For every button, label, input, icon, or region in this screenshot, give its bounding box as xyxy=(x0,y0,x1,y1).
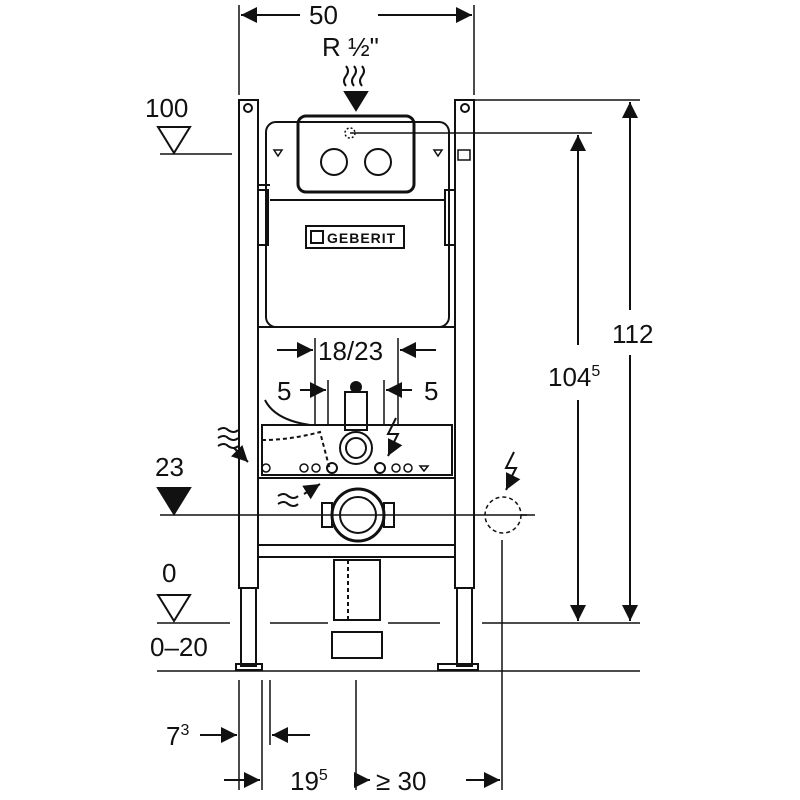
dim-top-width: 50 xyxy=(309,0,338,30)
dim-left-offset: 5 xyxy=(277,376,291,406)
geberit-logo: GEBERIT xyxy=(305,225,405,249)
electric-icon-right xyxy=(504,451,521,491)
drain-water-icon xyxy=(277,483,321,507)
reference-lines xyxy=(157,5,640,790)
dim-supply-thread: R ½" xyxy=(322,32,379,62)
level-floor-label: 0 xyxy=(162,558,176,588)
level-top-label: 100 xyxy=(145,93,188,123)
logo-text: GEBERIT xyxy=(327,230,396,246)
level-drain-label: 23 xyxy=(155,452,184,482)
water-supply-icon xyxy=(343,65,369,112)
dim-height-inner: 1045 xyxy=(548,362,600,392)
electric-icon xyxy=(386,417,403,457)
dim-inner-spacing: 18/23 xyxy=(318,336,383,366)
flush-water-icon xyxy=(217,427,249,463)
flush-pipe xyxy=(326,391,386,474)
dimension-arrows xyxy=(200,7,638,788)
cistern xyxy=(265,114,450,328)
level-floor-range-label: 0–20 xyxy=(150,632,208,662)
dim-right-offset: 5 xyxy=(424,376,438,406)
level-triangle-top xyxy=(156,126,192,155)
cistern-level-marks xyxy=(272,149,471,161)
lower-frame xyxy=(258,326,455,558)
pipe-centre-dot xyxy=(350,381,362,393)
bottom-fixings xyxy=(261,463,430,473)
dim-bottom-right: ≥ 30 xyxy=(376,766,426,796)
dim-bottom-left: 73 xyxy=(166,721,189,751)
frame-right-post xyxy=(437,99,479,671)
dim-bottom-mid: 195 xyxy=(290,766,328,796)
dim-height-total: 112 xyxy=(612,319,653,349)
frame-left-post xyxy=(235,99,270,671)
level-triangle-floor xyxy=(156,594,192,623)
level-triangle-drain xyxy=(156,487,192,516)
